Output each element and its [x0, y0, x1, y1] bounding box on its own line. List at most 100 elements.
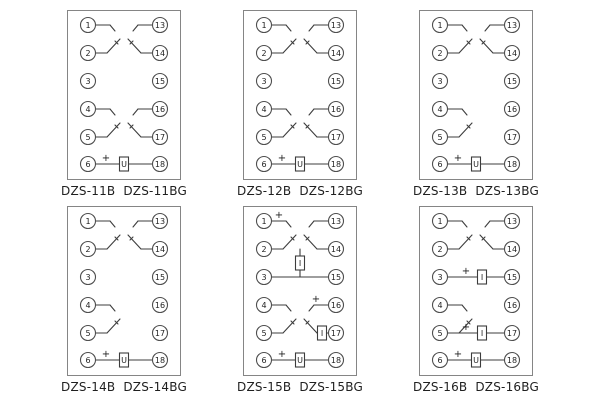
terminal-number: 1 [85, 217, 90, 226]
terminal: 16 [503, 296, 521, 314]
terminal: 16 [327, 296, 345, 314]
coil-box [294, 156, 306, 172]
terminal: 18 [327, 155, 345, 173]
terminal: 15 [151, 268, 169, 286]
terminal-number: 15 [507, 273, 517, 282]
model-label-g: DZS-16BG [475, 380, 539, 394]
coil-box [470, 156, 482, 172]
terminal: 16 [151, 296, 169, 314]
model-label-g: DZS-14BG [123, 380, 187, 394]
model-label: DZS-16B [413, 380, 468, 394]
terminal-number: 15 [507, 77, 517, 86]
terminal: 3 [79, 268, 97, 286]
terminal: 4 [79, 100, 97, 118]
terminal-number: 15 [155, 77, 165, 86]
terminal: 2 [431, 44, 449, 62]
coil-label: I [481, 329, 483, 338]
terminal-number: 16 [155, 301, 165, 310]
terminal-number: 13 [507, 21, 517, 30]
terminal-number: 18 [507, 356, 517, 365]
terminal-number: 14 [507, 245, 517, 254]
terminal: 18 [151, 155, 169, 173]
wiring [446, 24, 506, 165]
terminal: 2 [255, 44, 273, 62]
terminal-number: 2 [261, 49, 266, 58]
terminal-number: 3 [437, 77, 442, 86]
terminal-number: 17 [331, 329, 341, 338]
terminal-number: 13 [507, 217, 517, 226]
polarity-marks: + [102, 349, 110, 360]
terminal: 6 [79, 351, 97, 369]
terminal-number: 6 [85, 356, 90, 365]
model-label: DZS-15B [237, 380, 292, 394]
coil-box [476, 269, 488, 285]
terminal: 14 [503, 44, 521, 62]
terminal-number: 15 [155, 273, 165, 282]
plus-mark: + [454, 153, 462, 164]
terminal: 1 [431, 212, 449, 230]
terminal: 13 [503, 16, 521, 34]
terminal: 14 [327, 44, 345, 62]
terminal-number: 14 [507, 49, 517, 58]
terminal: 16 [503, 100, 521, 118]
terminal: 18 [503, 351, 521, 369]
terminal-number: 18 [331, 356, 341, 365]
terminal: 2 [431, 240, 449, 258]
terminal: 6 [255, 351, 273, 369]
coil-box [316, 325, 328, 341]
terminal-number: 16 [331, 301, 341, 310]
terminal-number: 3 [85, 77, 90, 86]
model-label: DZS-13B [413, 184, 468, 198]
terminal: 18 [327, 351, 345, 369]
terminal-number: 5 [261, 133, 266, 142]
wiring [94, 24, 154, 165]
terminal-number: 16 [331, 105, 341, 114]
terminal: 4 [79, 296, 97, 314]
terminal-number: 15 [331, 273, 341, 282]
polarity-marks: + [278, 153, 286, 164]
polarity-marks: +++ [454, 266, 470, 360]
terminal: 17 [503, 324, 521, 342]
terminal-number: 17 [507, 329, 517, 338]
terminal-number: 2 [437, 245, 442, 254]
terminal-number: 5 [437, 133, 442, 142]
wiring [446, 220, 506, 361]
model-label-g: DZS-12BG [299, 184, 363, 198]
terminal-number: 4 [85, 301, 90, 310]
polarity-marks: + [454, 153, 462, 164]
terminal: 17 [327, 324, 345, 342]
panel-caption: DZS-15B DZS-15BG [237, 380, 363, 394]
terminal: 6 [431, 155, 449, 173]
coils: IIU [470, 269, 488, 368]
terminal: 17 [151, 324, 169, 342]
terminal-number: 14 [331, 245, 341, 254]
terminal-number: 2 [85, 49, 90, 58]
terminal-number: 6 [437, 356, 442, 365]
terminal: 3 [79, 72, 97, 90]
plus-mark: + [462, 266, 470, 277]
panel-caption: DZS-12B DZS-12BG [237, 184, 363, 198]
terminal: 14 [151, 44, 169, 62]
plus-mark: + [312, 294, 320, 305]
terminal: 13 [151, 16, 169, 34]
terminal: 5 [255, 324, 273, 342]
plus-mark: + [278, 153, 286, 164]
coil-label: I [299, 259, 301, 268]
terminal: 16 [327, 100, 345, 118]
coils: U [294, 156, 306, 172]
terminal: 5 [79, 128, 97, 146]
terminal: 5 [431, 324, 449, 342]
terminal-number: 14 [331, 49, 341, 58]
terminal: 6 [79, 155, 97, 173]
terminal: 1 [79, 212, 97, 230]
wiring [94, 220, 154, 361]
terminal-number: 16 [507, 105, 517, 114]
panel-caption: DZS-13B DZS-13BG [413, 184, 539, 198]
